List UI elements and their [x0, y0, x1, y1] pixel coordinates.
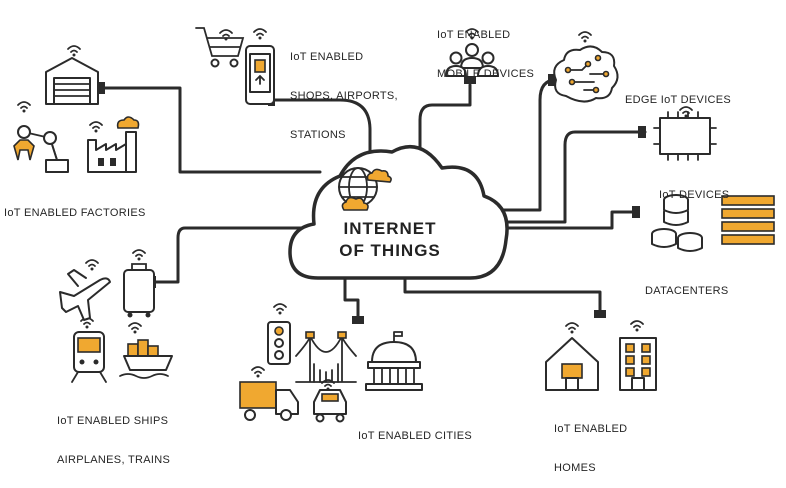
line-factories [98, 86, 322, 174]
label-ships: IoT ENABLED SHIPS AIRPLANES, TRAINS [57, 415, 171, 466]
truck-icon [239, 381, 299, 421]
warehouse-icon [45, 57, 99, 105]
label-shops: IoT ENABLED SHOPS, AIRPORTS, STATIONS [290, 51, 398, 141]
label-cities: IoT ENABLED CITIES [358, 430, 473, 442]
shopping-cart-icon [195, 27, 245, 68]
house-icon [545, 337, 599, 391]
luggage-icon [123, 263, 155, 318]
label-edge: EDGE IoT DEVICES [625, 94, 732, 106]
line-cities [343, 268, 360, 320]
ship-icon [119, 339, 173, 379]
robot-arm-icon [13, 125, 69, 173]
center-title-line1: INTERNET [343, 219, 437, 238]
airplane-icon [59, 269, 111, 321]
capitol-icon [365, 331, 423, 391]
server-rack-icon [721, 195, 775, 245]
people-group-icon [445, 43, 499, 77]
center-title-line2: OF THINGS [339, 241, 441, 260]
line-iot-devices [483, 130, 647, 224]
smartphone-icon [245, 45, 275, 105]
traffic-light-icon [267, 321, 291, 365]
label-factories: IoT ENABLED FACTORIES [4, 207, 146, 219]
chip-icon [653, 111, 717, 161]
brain-circuit-icon [553, 45, 619, 103]
train-icon [71, 331, 107, 383]
wifi-icon [17, 28, 693, 391]
car-icon [313, 389, 347, 423]
label-datacenters: DATACENTERS [645, 285, 729, 297]
label-iot-devices: IoT DEVICES [659, 189, 730, 201]
line-homes [403, 278, 602, 314]
factory-icon [87, 116, 140, 173]
line-ships [150, 226, 342, 284]
apartment-building-icon [619, 337, 657, 391]
label-mobile: IoT ENABLED MOBILE DEVICES [437, 29, 535, 80]
bridge-icon [295, 331, 357, 383]
iot-diagram [13, 27, 775, 423]
label-homes: IoT ENABLED HOMES [554, 423, 628, 474]
line-shops [272, 98, 372, 162]
line-mobile [418, 83, 472, 162]
line-datacenters [488, 210, 638, 230]
database-icon [651, 194, 703, 252]
globe-icon [338, 167, 392, 211]
center-title: INTERNET OF THINGS [315, 218, 465, 262]
